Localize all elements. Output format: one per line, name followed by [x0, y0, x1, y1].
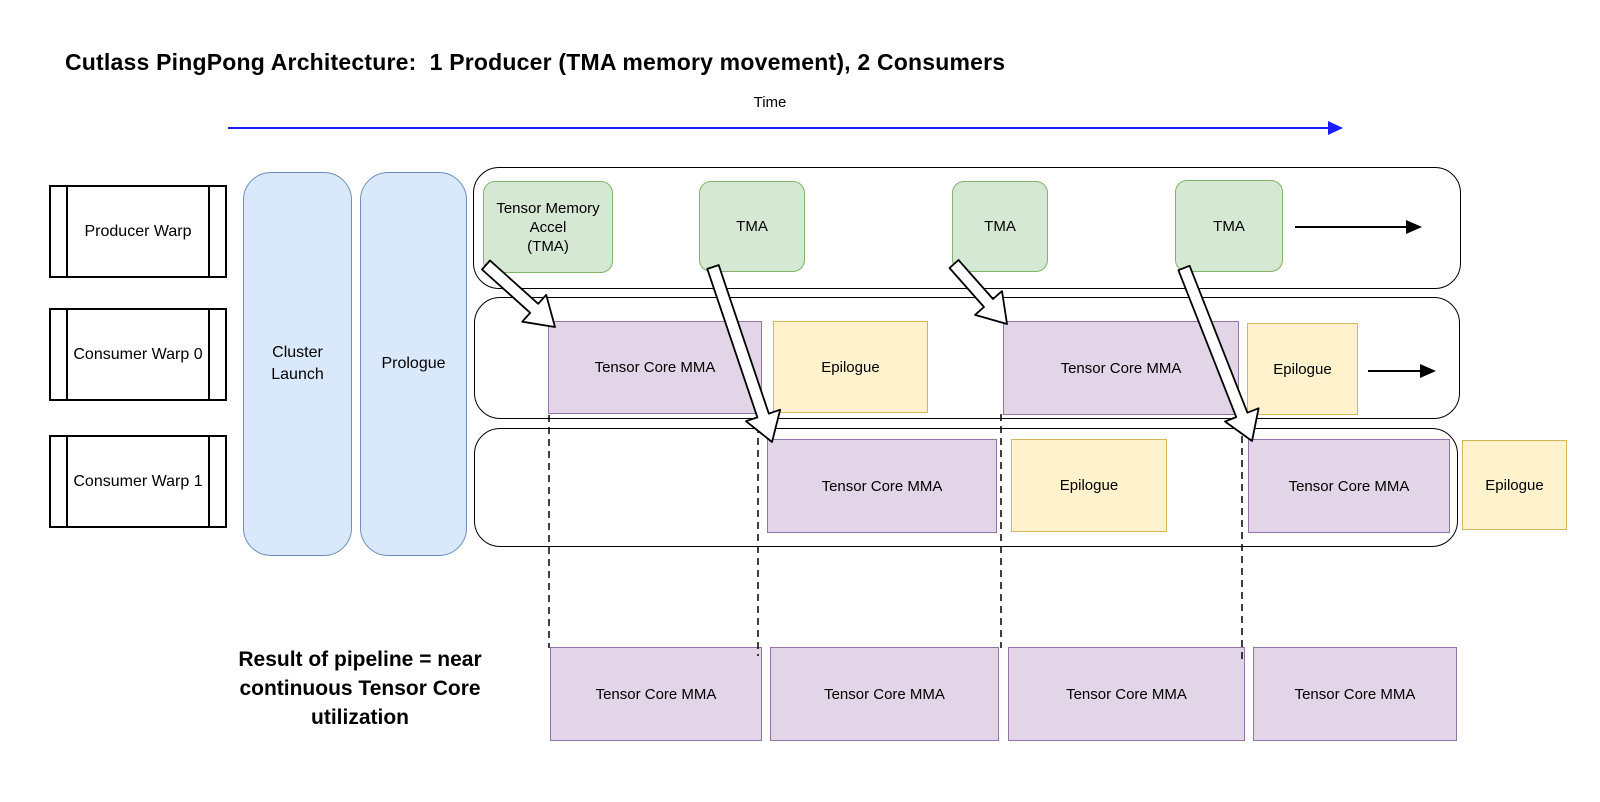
consumer0-mma-block-0-label: Tensor Core MMA	[594, 359, 716, 376]
consumer0-mma-block-1: Tensor Core MMA	[1003, 321, 1239, 415]
consumer1-epilogue-block-0: Epilogue	[1011, 439, 1167, 532]
result-mma-block-0: Tensor Core MMA	[550, 647, 762, 741]
consumer1-mma-block-0: Tensor Core MMA	[767, 439, 997, 533]
consumer0-mma-block-1-label: Tensor Core MMA	[1060, 359, 1182, 377]
process-shape-bars	[66, 437, 210, 526]
consumer-warp-1-box: Consumer Warp 1	[49, 435, 227, 528]
consumer0-epilogue-block-0-label: Epilogue	[821, 358, 880, 376]
prologue-label: Prologue	[381, 355, 446, 372]
consumer-1-lane	[474, 428, 1458, 547]
tma-block-0: Tensor Memory Accel (TMA)	[483, 181, 613, 273]
producer-warp-box: Producer Warp	[49, 185, 227, 278]
consumer-warp-1-label: Consumer Warp 1	[73, 473, 203, 490]
consumer1-mma-block-1-label: Tensor Core MMA	[1288, 477, 1410, 495]
process-shape-bars	[66, 187, 210, 276]
tma-block-3-label: TMA	[1213, 217, 1245, 235]
consumer1-mma-block-0-label: Tensor Core MMA	[821, 477, 943, 495]
tma-block-0-label: Tensor Memory Accel (TMA)	[496, 199, 600, 255]
consumer0-mma-block-0: Tensor Core MMA	[548, 321, 762, 414]
result-mma-block-1-label: Tensor Core MMA	[824, 685, 945, 703]
prologue-stage: Prologue	[360, 172, 467, 556]
tma-block-3: TMA	[1175, 180, 1283, 272]
result-mma-block-3: Tensor Core MMA	[1253, 647, 1457, 741]
consumer0-epilogue-block-1: Epilogue	[1247, 323, 1358, 415]
page-title: Cutlass PingPong Architecture: 1 Produce…	[65, 49, 1006, 75]
result-mma-block-1: Tensor Core MMA	[770, 647, 999, 741]
tma-block-2: TMA	[952, 181, 1048, 272]
consumer-warp-0-label: Consumer Warp 0	[73, 346, 203, 363]
tma-block-1-label: TMA	[736, 218, 768, 235]
result-mma-block-0-label: Tensor Core MMA	[595, 685, 717, 703]
result-mma-block-2: Tensor Core MMA	[1008, 647, 1245, 741]
process-shape-bars	[66, 310, 210, 399]
producer-warp-label: Producer Warp	[84, 223, 192, 240]
consumer1-epilogue-block-1: Epilogue	[1462, 440, 1567, 530]
result-mma-block-2-label: Tensor Core MMA	[1066, 685, 1187, 703]
cluster-launch-label: Cluster Launch	[271, 344, 324, 383]
consumer1-epilogue-block-1-label: Epilogue	[1485, 476, 1544, 494]
consumer0-epilogue-block-0: Epilogue	[773, 321, 928, 413]
consumer1-epilogue-block-0-label: Epilogue	[1059, 477, 1119, 494]
time-axis-label: Time	[753, 94, 787, 111]
consumer1-mma-block-1: Tensor Core MMA	[1248, 439, 1450, 533]
time-arrow	[228, 121, 1343, 135]
tma-block-2-label: TMA	[984, 218, 1016, 235]
result-mma-block-3-label: Tensor Core MMA	[1294, 685, 1416, 703]
result-caption: Result of pipeline = near continuous Ten…	[238, 648, 482, 729]
cluster-launch-stage: Cluster Launch	[243, 172, 352, 556]
consumer-warp-0-box: Consumer Warp 0	[49, 308, 227, 401]
consumer0-epilogue-block-1-label: Epilogue	[1273, 360, 1332, 378]
tma-block-1: TMA	[699, 181, 805, 272]
